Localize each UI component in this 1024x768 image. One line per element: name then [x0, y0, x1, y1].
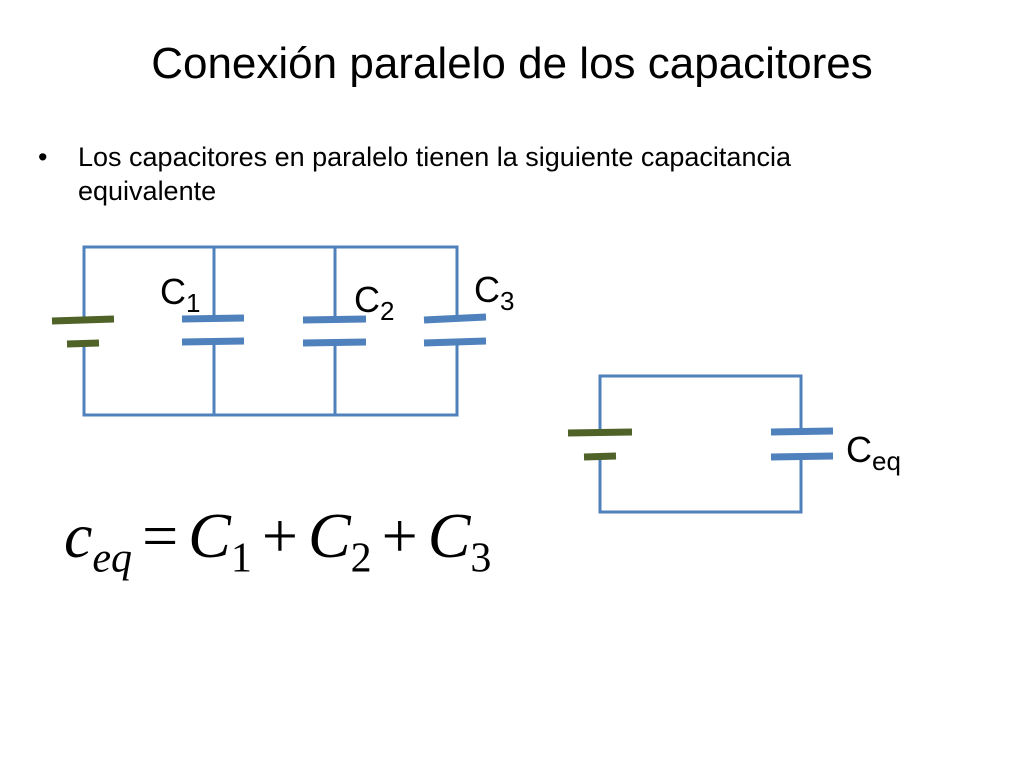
slide-title: Conexión paralelo de los capacitores	[151, 39, 873, 88]
formula-plus-1: +	[261, 500, 298, 571]
eq-battery-long-plate	[567, 428, 633, 437]
c1-top-plate	[181, 314, 245, 323]
eq-battery-short-plate	[583, 452, 617, 461]
bottom-wire	[82, 342, 459, 417]
formula-equals: =	[142, 500, 179, 571]
battery-long-plate	[51, 315, 115, 325]
label-c2: C2	[354, 279, 395, 326]
c1-bottom-plate	[181, 337, 245, 346]
equivalent-circuit	[567, 374, 834, 514]
formula-lhs: c	[64, 500, 93, 571]
parallel-circuit-wires	[82, 245, 459, 417]
label-ceq: Ceq	[846, 429, 901, 476]
capacitor-c2-symbol	[302, 315, 367, 347]
formula-term-3: C	[427, 500, 471, 571]
formula-term-2: C	[307, 500, 351, 571]
capacitor-c1-symbol	[181, 314, 245, 346]
battery-symbol	[51, 315, 115, 348]
capacitor-c3-symbol	[423, 313, 487, 347]
bullet-text: Los capacitores en paralelo tienen la si…	[78, 142, 791, 206]
c2-bottom-plate	[302, 338, 367, 347]
equivalent-capacitance-formula: ceq=C1+C2+C3	[64, 496, 491, 580]
capacitor-ceq-symbol	[770, 427, 834, 461]
c3-top-plate	[423, 313, 487, 324]
formula-plus-2: +	[381, 500, 418, 571]
eq-bottom-wire	[598, 456, 803, 514]
bullet-icon: •	[38, 142, 48, 172]
formula-term-3-sub: 3	[470, 535, 492, 582]
formula-term-2-sub: 2	[350, 535, 372, 582]
parallel-circuit	[51, 245, 487, 417]
c2-top-plate	[302, 315, 367, 324]
top-wire	[82, 245, 459, 320]
label-c3: C3	[474, 269, 515, 316]
formula-term-1-sub: 1	[230, 535, 252, 582]
label-c1: C1	[160, 271, 201, 318]
formula-lhs-sub: eq	[92, 535, 133, 582]
battery-short-plate	[66, 339, 100, 348]
c3-bottom-plate	[423, 337, 487, 347]
ceq-top-plate	[770, 427, 834, 436]
equivalent-circuit-wires	[598, 374, 803, 514]
formula-term-1: C	[188, 500, 231, 571]
ceq-bottom-plate	[770, 452, 834, 461]
eq-top-wire	[598, 374, 803, 432]
eq-battery-symbol	[567, 428, 633, 461]
